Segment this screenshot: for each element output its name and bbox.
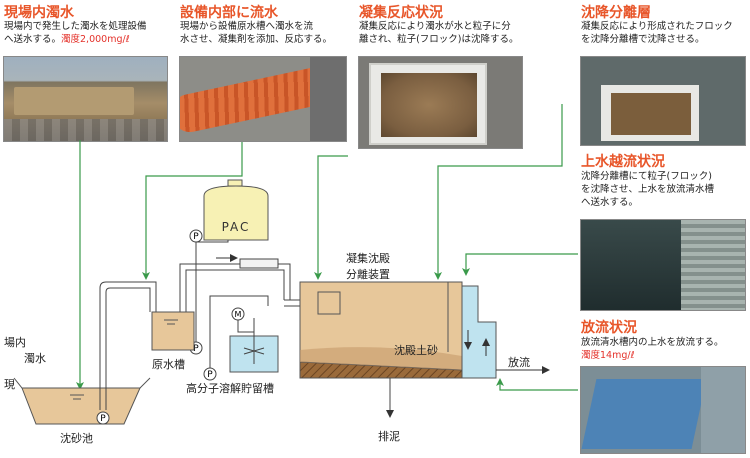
diagram-labels: 場内 濁水 現 沈砂池 原水槽 高分子溶解貯留槽 凝集沈殿 分離装置 沈殿土砂 … (4, 251, 530, 445)
pump-label-2: P (193, 232, 199, 242)
polymer-tank: M (229, 307, 279, 373)
pump-label-1: P (100, 414, 106, 424)
callout-coagulation (314, 155, 348, 280)
mixer-pipe (239, 258, 279, 269)
photo-overflow (580, 219, 746, 311)
title-discharge: 放流状況 (581, 320, 637, 336)
desc-inflow-line1: 現場から設備原水槽へ濁水を流 (180, 21, 314, 32)
desc-coagulation-line1: 凝集反応により濁水が水と粒子に分 (359, 21, 511, 32)
label-site-3: 現 (4, 378, 15, 391)
callout-overflow (462, 253, 578, 276)
title-inflow: 設備内部に流水 (180, 5, 278, 21)
pipes (99, 228, 391, 410)
label-raw-tank: 原水槽 (152, 358, 185, 371)
callout-discharge (496, 378, 578, 391)
title-overflow: 上水越流状況 (581, 154, 665, 170)
desc-discharge: 放流清水槽内の上水を放流する。 濁度14mg/ℓ (581, 336, 749, 362)
label-separator-2: 分離装置 (346, 267, 390, 281)
sand-basin (13, 377, 151, 425)
desc-coagulation-line2: 離され、粒子(フロック)は沈降する。 (359, 34, 519, 45)
label-drain: 排泥 (378, 429, 400, 443)
turbidity-discharge: 濁度14mg/ℓ (581, 350, 635, 361)
title-settling-layer: 沈降分離層 (581, 5, 651, 21)
desc-overflow: 沈降分離槽にて粒子(フロック) を沈降させ、上水を放流清水槽 へ送水する。 (581, 170, 749, 209)
clear-water-tank (461, 285, 550, 379)
label-polymer-tank: 高分子溶解貯留槽 (186, 381, 274, 395)
desc-overflow-line2: を沈降させ、上水を放流清水槽 (581, 184, 715, 195)
desc-inflow: 現場から設備原水槽へ濁水を流 水させ、凝集剤を添加、反応する。 (180, 20, 352, 46)
photo-coagulation (358, 56, 523, 149)
desc-site-water-line2: へ送水する。 (4, 34, 62, 45)
desc-settling-layer: 凝集反応により形成されたフロック を沈降分離槽で沈降させる。 (581, 20, 749, 46)
photo-inflow (179, 56, 347, 142)
desc-site-water-line1: 現場内で発生した濁水を処理設備 (4, 21, 147, 32)
label-site-1: 場内 (4, 335, 26, 349)
photo-site-water (3, 56, 168, 142)
title-coagulation: 凝集反応状況 (359, 5, 443, 21)
photo-settling-layer (580, 56, 746, 146)
pump-label-3: P (193, 344, 199, 354)
title-site-water: 現場内濁水 (4, 5, 74, 21)
label-separator-1: 凝集沈殿 (346, 251, 390, 265)
pump-label-4: P (207, 370, 213, 380)
desc-site-water-line2-wrap: へ送水する。濁度2,000mg/ℓ (4, 33, 174, 46)
desc-settling-layer-line2: を沈降分離槽で沈降させる。 (581, 34, 705, 45)
motor-label: M (235, 310, 242, 319)
desc-site-water: 現場内で発生した濁水を処理設備 へ送水する。濁度2,000mg/ℓ (4, 20, 174, 46)
desc-inflow-line2: 水させ、凝集剤を添加、反応する。 (180, 34, 333, 45)
turbidity-site-water: 濁度2,000mg/ℓ (61, 34, 130, 45)
pac-label: PAC (222, 220, 251, 234)
callout-lines (76, 104, 578, 391)
label-site-2: 濁水 (24, 352, 46, 365)
desc-discharge-line1: 放流清水槽内の上水を放流する。 (581, 337, 724, 348)
separator-unit (299, 281, 463, 379)
desc-settling-layer-line1: 凝集反応により形成されたフロック (581, 21, 733, 32)
pac-tank: PAC (203, 179, 269, 241)
label-discharge: 放流 (508, 355, 530, 369)
label-sediment: 沈殿土砂 (394, 343, 438, 357)
desc-coagulation: 凝集反応により濁水が水と粒子に分 離され、粒子(フロック)は沈降する。 (359, 20, 539, 46)
label-sand-basin: 沈砂池 (60, 431, 93, 445)
callout-inflow (142, 142, 243, 280)
photo-discharge (580, 366, 746, 454)
desc-overflow-line3: へ送水する。 (581, 197, 639, 208)
raw-water-tank (151, 311, 195, 351)
desc-overflow-line1: 沈降分離槽にて粒子(フロック) (581, 171, 712, 182)
callout-settling (434, 104, 563, 280)
